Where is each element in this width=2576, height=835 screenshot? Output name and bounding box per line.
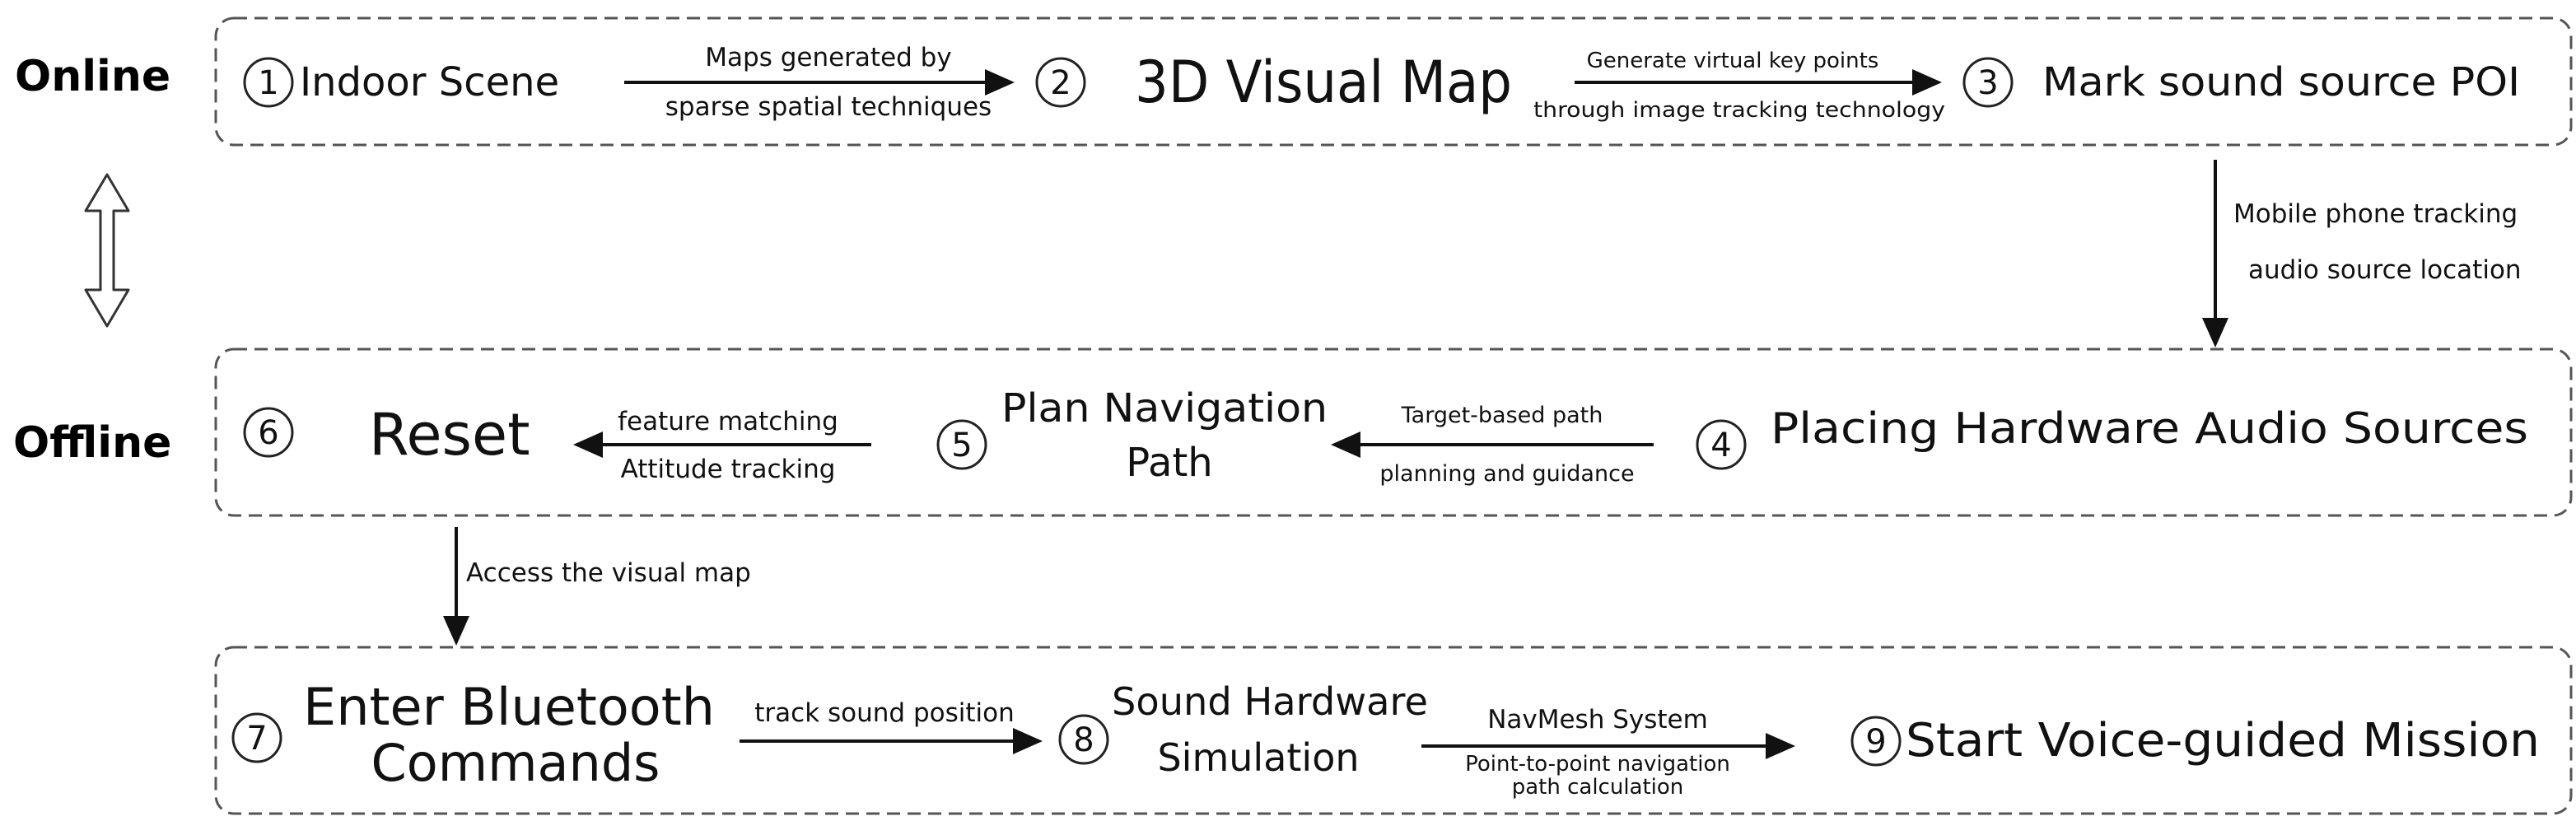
online-stage-box bbox=[214, 16, 2573, 147]
step-2-number-circle bbox=[1035, 57, 1086, 108]
step-3-node: 3 Mark sound source POI bbox=[1962, 57, 2520, 108]
edge-1-2-caption-top: Maps generated by bbox=[705, 43, 951, 72]
edge-7-8-caption: track sound position bbox=[754, 698, 1014, 728]
step-3-label: Mark sound source POI bbox=[2042, 59, 2520, 105]
step-8-label-line2: Simulation bbox=[1157, 735, 1359, 780]
step-1-number: 1 bbox=[258, 64, 278, 102]
offline-label: Offline bbox=[13, 418, 171, 468]
edge-4-5-caption-top: Target-based path bbox=[1401, 403, 1603, 428]
step-7-label-line2: Commands bbox=[371, 733, 660, 793]
edge-6-7-caption: Access the visual map bbox=[466, 558, 751, 588]
edge-3-4-caption-top: Mobile phone tracking bbox=[2233, 199, 2518, 229]
step-6-label: Reset bbox=[369, 401, 530, 469]
step-2-label: 3D Visual Map bbox=[1135, 49, 1512, 116]
offline-stage-box bbox=[214, 348, 2573, 517]
step-5-number-circle bbox=[936, 419, 987, 470]
online-label: Online bbox=[15, 52, 170, 101]
step-4-node: 4 Placing Hardware Audio Sources bbox=[1696, 404, 2528, 470]
edge-8-9-caption-middle: Point-to-point navigation bbox=[1465, 752, 1730, 777]
step-1-node: 1 Indoor Scene bbox=[243, 57, 559, 108]
step-2-node: 2 3D Visual Map bbox=[1035, 49, 1512, 116]
step-6-node: 6 Reset bbox=[243, 401, 530, 469]
edge-2-3-caption-top: Generate virtual key points bbox=[1587, 49, 1879, 73]
edge-5-6-caption-top: feature matching bbox=[618, 407, 838, 436]
edge-4-5-caption-bottom: planning and guidance bbox=[1379, 461, 1634, 487]
mission-stage-box bbox=[214, 646, 2573, 815]
edge-3-4-caption-bottom: audio source location bbox=[2248, 255, 2522, 285]
step-3-number: 3 bbox=[1977, 64, 1998, 102]
step-4-label: Placing Hardware Audio Sources bbox=[1771, 404, 2528, 454]
step-8-label-line1: Sound Hardware bbox=[1112, 679, 1428, 724]
step-7-node: 7 Enter Bluetooth Commands bbox=[231, 677, 715, 793]
step-5-label-line1: Plan Navigation bbox=[1001, 385, 1328, 431]
step-3-number-circle bbox=[1962, 57, 2014, 108]
step-6-number-circle bbox=[243, 407, 294, 458]
step-4-number-circle bbox=[1696, 419, 1747, 470]
step-6-number: 6 bbox=[258, 414, 278, 452]
step-8-node: 8 Sound Hardware Simulation bbox=[1058, 679, 1428, 780]
step-1-label: Indoor Scene bbox=[300, 59, 559, 105]
edge-8-9-caption-top: NavMesh System bbox=[1487, 705, 1708, 735]
step-5-number: 5 bbox=[951, 427, 972, 464]
online-offline-double-arrow-icon bbox=[84, 173, 130, 328]
step-5-label-line2: Path bbox=[1126, 440, 1212, 486]
step-9-number-circle bbox=[1850, 716, 1902, 767]
edge-1-2-caption-bottom: sparse spatial techniques bbox=[665, 92, 992, 122]
step-7-number: 7 bbox=[246, 720, 267, 758]
edge-8-9-caption-bottom: path calculation bbox=[1512, 775, 1684, 800]
step-9-node: 9 Start Voice-guided Mission bbox=[1850, 714, 2540, 767]
step-7-label-line1: Enter Bluetooth bbox=[303, 677, 715, 737]
step-8-number-circle bbox=[1058, 714, 1109, 765]
step-2-number: 2 bbox=[1050, 64, 1071, 102]
edge-2-3-caption-bottom: through image tracking technology bbox=[1533, 98, 1945, 123]
step-5-node: 5 Plan Navigation Path bbox=[936, 385, 1328, 486]
step-1-number-circle bbox=[243, 57, 294, 108]
step-7-number-circle bbox=[231, 712, 282, 763]
edge-5-6-caption-bottom: Attitude tracking bbox=[621, 455, 836, 484]
step-9-number: 9 bbox=[1865, 723, 1886, 761]
step-4-number: 4 bbox=[1710, 427, 1731, 464]
step-9-label: Start Voice-guided Mission bbox=[1906, 714, 2540, 767]
step-8-number: 8 bbox=[1073, 721, 1094, 759]
